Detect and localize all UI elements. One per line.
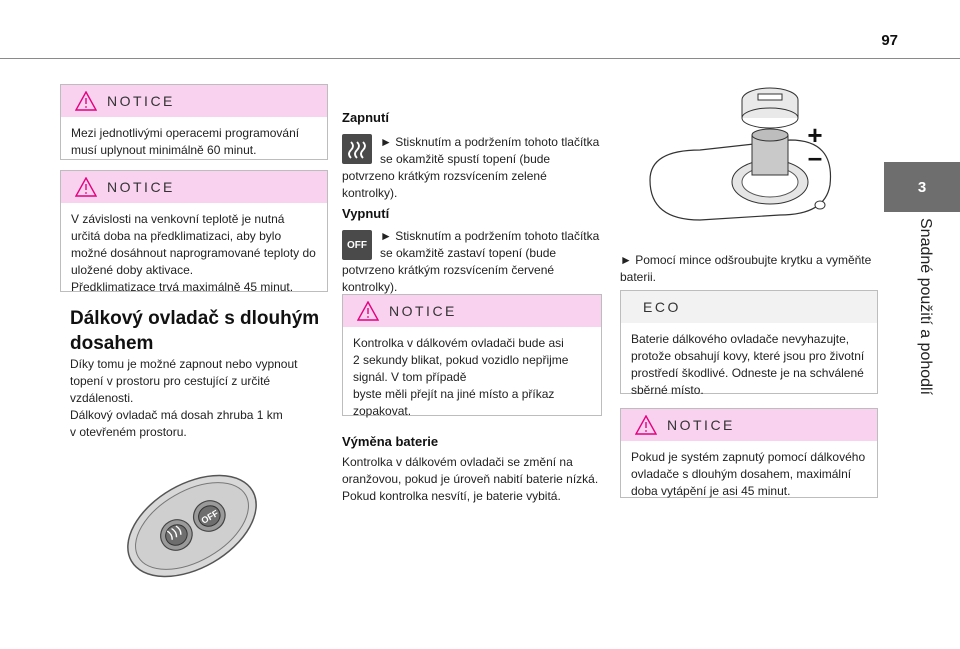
- notice-text: V závislosti na venkovní teplotě je nutn…: [71, 212, 316, 294]
- header-rule: [0, 58, 960, 59]
- chapter-title: Snadné použití a pohodlí: [917, 218, 934, 396]
- zapnuti-text: ► Stisknutím a podržením tohoto tlačítka…: [342, 135, 600, 200]
- eco-header: ECO: [621, 291, 877, 323]
- notice-label: NOTICE: [107, 179, 175, 195]
- warning-icon: [357, 301, 379, 321]
- notice-header: NOTICE: [61, 85, 327, 117]
- battery-plus-label: +: [807, 120, 822, 150]
- eco-box: ECO Baterie dálkového ovladače nevyhazuj…: [620, 290, 878, 397]
- notice-label: NOTICE: [107, 93, 175, 109]
- eco-text: Baterie dálkového ovladače nevyhazujte, …: [631, 332, 865, 397]
- vymena-text: Kontrolka v dálkovém ovladači se změní n…: [342, 455, 599, 503]
- notice-box-3: NOTICE Kontrolka v dálkovém ovladači bud…: [342, 294, 602, 418]
- chapter-tab[interactable]: 3: [884, 162, 960, 212]
- remote-control-illustration: OFF: [127, 474, 257, 578]
- battery-replacement-illustration: + –: [649, 87, 832, 221]
- vymena-title: Výměna baterie: [342, 434, 439, 449]
- page-number: 97: [881, 32, 898, 49]
- heater-off-button-icon: OFF: [342, 230, 372, 260]
- notice-header: NOTICE: [61, 171, 327, 203]
- vypnuti-title: Vypnutí: [342, 206, 390, 221]
- eco-label: ECO: [643, 299, 681, 315]
- notice-text: Kontrolka v dálkovém ovladači bude asi 2…: [353, 336, 569, 418]
- notice-text: Pokud je systém zapnutý pomocí dálkového…: [631, 450, 866, 498]
- heater-on-button-icon: [342, 134, 372, 164]
- zapnuti-title: Zapnutí: [342, 110, 389, 125]
- battery-minus-label: –: [808, 142, 822, 172]
- warning-icon: [75, 91, 97, 111]
- notice-header: NOTICE: [343, 295, 601, 327]
- notice-label: NOTICE: [389, 303, 457, 319]
- notice-text: Mezi jednotlivými operacemi programování…: [71, 126, 300, 157]
- notice-header: NOTICE: [621, 409, 877, 441]
- notice-box-4: NOTICE Pokud je systém zapnutý pomocí dá…: [620, 408, 878, 498]
- notice-box-1: NOTICE Mezi jednotlivými operacemi progr…: [60, 84, 328, 160]
- notice-box-2: NOTICE V závislosti na venkovní teplotě …: [60, 170, 328, 294]
- warning-icon: [75, 177, 97, 197]
- battery-caption: ► Pomocí mince odšroubujte krytku a vymě…: [620, 253, 872, 284]
- intro-text: Díky tomu je možné zapnout nebo vypnout …: [70, 357, 298, 439]
- notice-label: NOTICE: [667, 417, 735, 433]
- section-title: Dálkový ovladač s dlouhým dosahem: [70, 308, 320, 354]
- warning-icon: [635, 415, 657, 435]
- vypnuti-text: ► Stisknutím a podržením tohoto tlačítka…: [342, 229, 600, 294]
